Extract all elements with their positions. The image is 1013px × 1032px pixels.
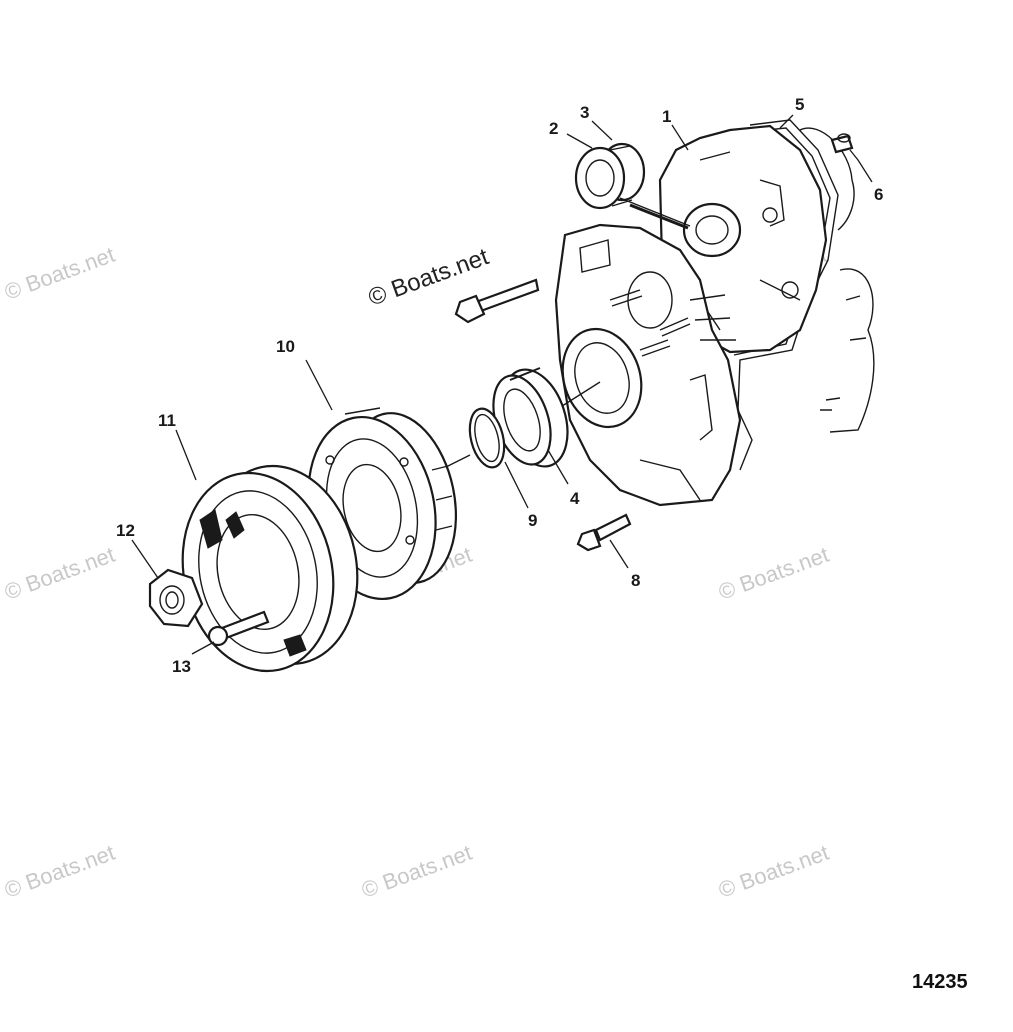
damper-bolt: [207, 610, 270, 647]
callout-labels: 1 2 3 4 5 6 8 9 10 11 12 13: [116, 95, 883, 676]
crank-nut: [148, 568, 204, 628]
cover-bolt-long: [454, 278, 540, 324]
watermark: © Boats.net: [1, 840, 118, 903]
callout-3: 3: [580, 103, 589, 122]
watermark: © Boats.net: [358, 840, 475, 903]
dowel-pin: [830, 133, 854, 154]
callout-4: 4: [570, 489, 580, 508]
harmonic-damper: [181, 464, 359, 673]
callout-9: 9: [528, 511, 537, 530]
figure-number: 14235: [912, 971, 968, 993]
callout-6: 6: [874, 185, 883, 204]
watermark: © Boats.net: [715, 840, 832, 903]
watermark: © Boats.net: [715, 542, 832, 605]
callout-1: 1: [662, 107, 671, 126]
engine-block: [799, 127, 875, 433]
cover-bolt-short: [576, 513, 632, 552]
callout-5: 5: [795, 95, 804, 114]
callout-13: 13: [172, 657, 191, 676]
callout-11: 11: [158, 411, 176, 430]
callout-10: 10: [276, 337, 295, 356]
cover-studs: [609, 289, 691, 357]
callout-12: 12: [116, 521, 135, 540]
watermark: © Boats.net: [1, 542, 118, 605]
leader-lines: [131, 114, 873, 655]
lower-timing-cover: [554, 223, 742, 507]
callout-8: 8: [631, 571, 640, 590]
callout-2: 2: [549, 119, 558, 138]
idler-pulley: [574, 142, 691, 230]
spacer-ring: [468, 407, 506, 469]
watermark: © Boats.net: [1, 242, 118, 305]
